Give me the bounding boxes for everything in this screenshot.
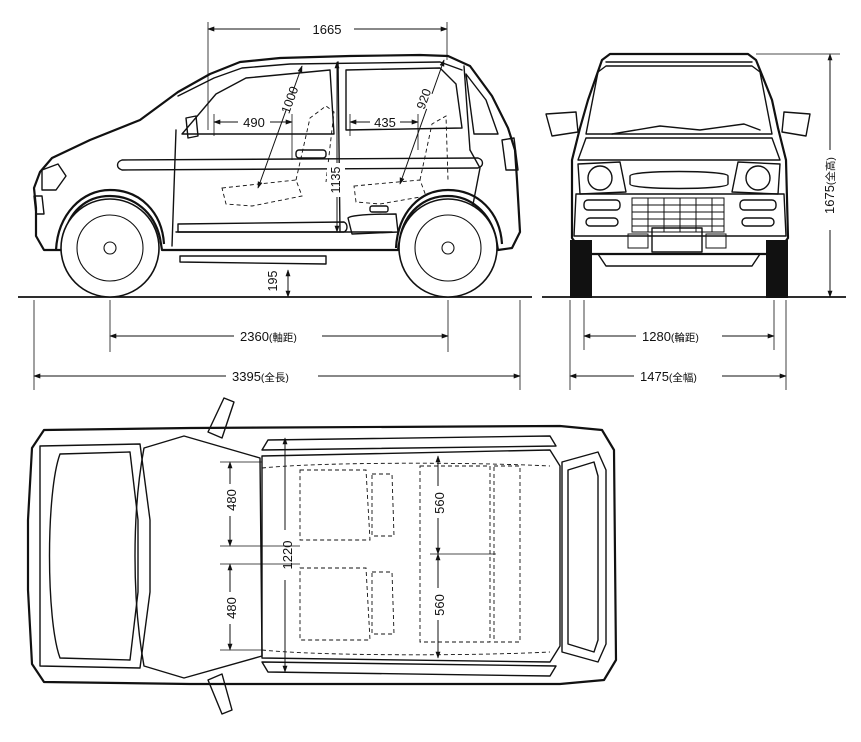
front-wiper (611, 123, 761, 135)
dim-920-line (399, 59, 445, 185)
top-rear-window (561, 451, 607, 663)
side-body-outline (32, 53, 522, 252)
front-right-mirror (781, 111, 811, 137)
top-rear-glass (567, 461, 599, 653)
top-left-mirror (207, 397, 235, 439)
side-molding (116, 157, 484, 171)
front-left-mirror (545, 111, 579, 137)
front-left-lamp-lens (587, 165, 613, 191)
top-front-seat-right (299, 567, 395, 641)
front-view: 1675(全高) 1280(輪距) 1475(全幅) (542, 52, 846, 390)
front-license-plate (651, 227, 703, 253)
dim-rear-legroom: 435 (374, 115, 396, 130)
side-c-pillar (463, 65, 471, 151)
side-front-arch (54, 188, 166, 251)
side-front-rim (76, 214, 144, 282)
side-rear-arch (394, 188, 504, 249)
dim-front-seat-upper: 480 (224, 489, 239, 511)
top-front-seat-left (299, 469, 395, 541)
dim-front-seat-lower: 480 (224, 597, 239, 619)
top-floor-line (261, 462, 551, 656)
front-right-fog-lamp (741, 217, 775, 227)
dim-ground-clearance: 195 (266, 271, 280, 292)
top-right-rail (261, 661, 557, 677)
side-mirror (185, 115, 199, 139)
dim-rear-headroom: 920 (414, 87, 434, 111)
side-step (179, 255, 327, 265)
front-right-turn-lamp (739, 199, 777, 211)
side-rear-door-edge (469, 149, 481, 221)
front-lower-grille (631, 197, 725, 233)
top-body-outline (26, 424, 618, 686)
front-right-vent (705, 233, 727, 249)
front-skid (597, 253, 761, 267)
side-front-bumper (33, 195, 45, 215)
dim-front-legroom: 490 (243, 115, 265, 130)
dim-1000-line (257, 65, 303, 189)
dim-rear-seat-lower: 560 (432, 594, 447, 616)
front-bumper (573, 193, 787, 237)
dim-wheelbase: 2360(軸距) (240, 329, 297, 344)
top-windshield (134, 435, 263, 679)
front-upper-grille (629, 170, 729, 190)
dim-interior-height: 1135 (329, 167, 343, 194)
side-front-door (171, 129, 177, 247)
side-lower-molding (177, 221, 348, 233)
dim-roof-length: 1665 (313, 22, 342, 37)
top-hood (39, 443, 151, 669)
side-b-pillar (337, 61, 341, 233)
dim-rear-seat-upper: 560 (432, 492, 447, 514)
dim-length-note: (全長) (261, 371, 289, 384)
top-left-rail (261, 435, 557, 451)
front-left-tire (570, 240, 592, 298)
front-left-headlamp (577, 161, 627, 195)
dim-tread-note: (輪距) (671, 331, 699, 344)
front-right-lamp-lens (745, 165, 771, 191)
dim-overall-length: 3395(全長) (232, 369, 289, 384)
dim-overall-width: 1475(全幅) (640, 369, 697, 384)
top-right-mirror (207, 673, 233, 715)
front-body-outline (570, 52, 790, 256)
front-left-vent (627, 233, 649, 249)
top-hood-inner (48, 451, 139, 661)
front-right-tire (766, 240, 788, 298)
side-quarter-window (465, 73, 499, 135)
dim-tread: 1280(輪距) (642, 329, 699, 344)
side-view: 1665 490 1000 435 920 1135 195 (18, 22, 532, 390)
front-left-turn-lamp (583, 199, 621, 211)
side-rear-door-window (345, 67, 463, 131)
top-roof (261, 449, 561, 663)
front-hood (577, 137, 781, 161)
dim-width-note: (全幅) (669, 371, 697, 384)
side-headlamp (41, 163, 67, 191)
front-grille-slats (632, 198, 724, 232)
top-rear-seat (419, 465, 521, 643)
front-windshield (585, 65, 773, 135)
dim-overall-height: 1675(全高) (822, 157, 837, 214)
side-rear-handle (369, 205, 389, 213)
front-left-fog-lamp (585, 217, 619, 227)
dim-height-note: (全高) (824, 157, 837, 185)
side-rear-hub (441, 241, 455, 255)
side-front-handle (295, 149, 327, 159)
side-rear-rim (414, 214, 482, 282)
side-rear-lamp (501, 137, 519, 171)
dim-wheelbase-note: (軸距) (269, 331, 297, 344)
side-front-tire (60, 198, 160, 298)
dim-interior-width: 1220 (280, 541, 295, 570)
side-front-seat (221, 105, 335, 207)
side-rear-tire (398, 198, 498, 298)
side-rear-lower-molding (347, 213, 399, 235)
side-front-hub (103, 241, 117, 255)
top-view: 1220 480 480 560 560 (26, 397, 618, 715)
